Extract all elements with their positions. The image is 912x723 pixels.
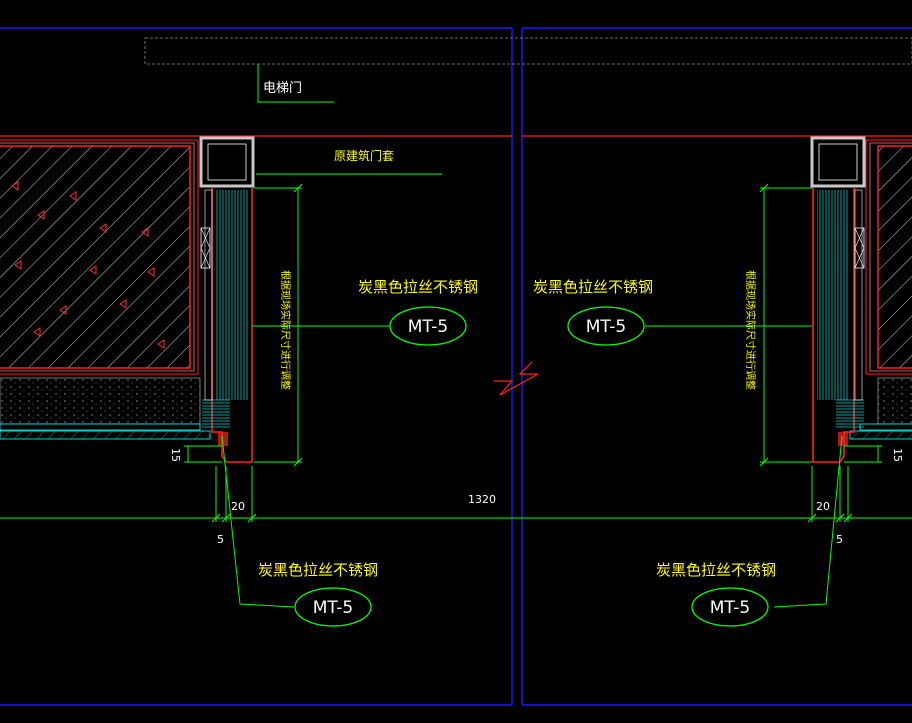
dim-5-left: 5 xyxy=(217,533,224,546)
material-name-right-upper: 炭黑色拉丝不锈钢 xyxy=(533,278,653,296)
material-tag-ellipses xyxy=(294,306,769,627)
material-code-left-upper: MT-5 xyxy=(408,317,448,337)
elevator-door-label: 电梯门 xyxy=(263,81,302,96)
dim-5-right: 5 xyxy=(836,533,843,546)
right-wall xyxy=(849,139,912,440)
material-name-left-upper: 炭黑色拉丝不锈钢 xyxy=(358,278,478,296)
dim-20-left: 20 xyxy=(231,500,245,513)
sheet-frames xyxy=(0,27,912,706)
break-line-symbol xyxy=(494,361,539,396)
right-door-frame xyxy=(810,136,866,463)
material-code-right-upper: MT-5 xyxy=(586,317,626,337)
dim-20-right: 20 xyxy=(816,500,830,513)
dim-1320: 1320 xyxy=(468,493,496,506)
dim-15-right: 15 xyxy=(891,448,904,462)
material-code-right-lower: MT-5 xyxy=(710,598,750,618)
adjust-note-left: 根据现场实际尺寸进行调整 xyxy=(279,270,292,390)
dimension-lines xyxy=(0,183,912,523)
original-door-frame-label: 原建筑门套 xyxy=(334,148,394,163)
adjust-note-right: 根据现场实际尺寸进行调整 xyxy=(744,270,757,390)
material-name-left-lower: 炭黑色拉丝不锈钢 xyxy=(258,561,378,579)
material-name-right-lower: 炭黑色拉丝不锈钢 xyxy=(656,561,776,579)
dim-15-left: 15 xyxy=(169,448,182,462)
left-wall xyxy=(0,139,211,440)
leader-lines xyxy=(221,64,843,608)
material-code-left-lower: MT-5 xyxy=(313,598,353,618)
left-door-frame xyxy=(199,136,255,463)
